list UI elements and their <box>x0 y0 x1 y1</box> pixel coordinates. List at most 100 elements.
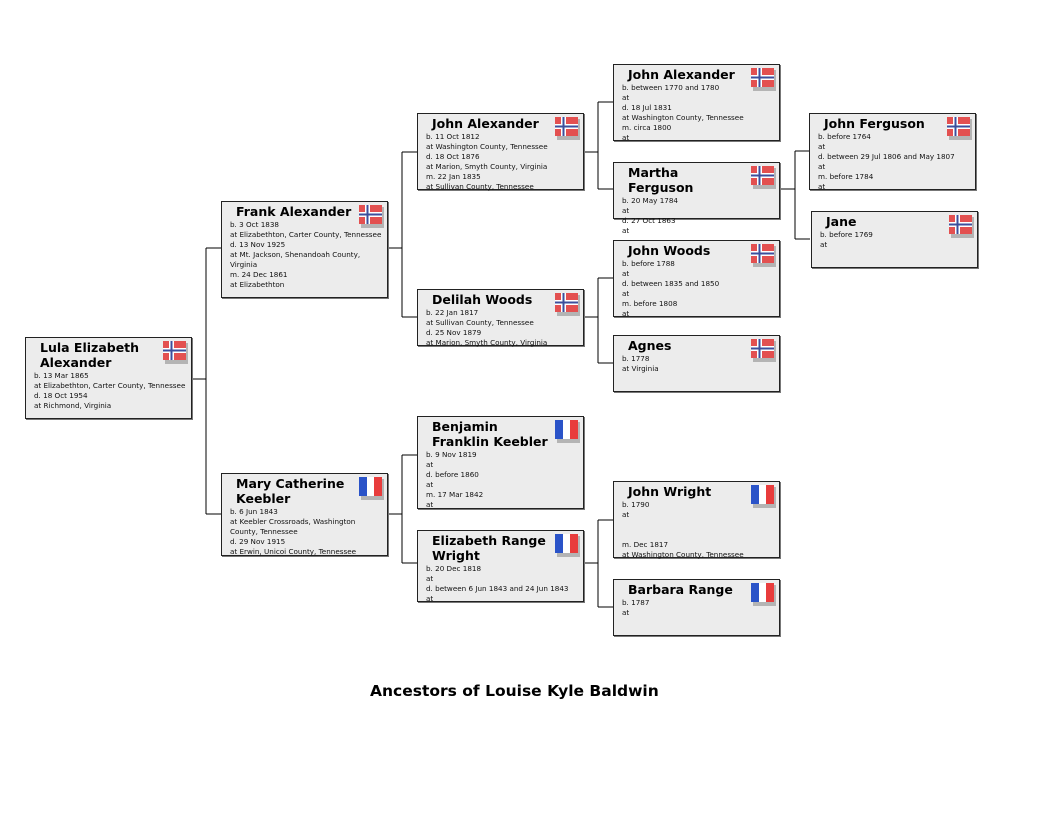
detail-line: at Sullivan County, Tennessee <box>426 182 534 191</box>
detail-line: d. between 6 Jun 1843 and 24 Jun 1843 <box>426 584 569 593</box>
person-name: John Woods <box>628 243 711 258</box>
detail-line: b. before 1788 <box>622 259 675 268</box>
person-details: b. before 1769 at <box>820 230 973 250</box>
connector-mary <box>387 454 418 564</box>
person-box-john-alexander-1812[interactable]: John Alexander b. 11 Oct 1812 at Washing… <box>417 113 584 192</box>
person-box-agnes[interactable]: Agnes b. 1778 at Virginia <box>613 335 780 392</box>
detail-line: at Washington County, Tennessee <box>622 113 744 122</box>
detail-line: at <box>818 142 826 151</box>
person-details: b. 22 Jan 1817 at Sullivan County, Tenne… <box>426 308 579 348</box>
detail-line: at Virginia <box>622 364 659 373</box>
connector-elizabeth <box>584 519 614 608</box>
detail-line: d. 18 Jul 1831 <box>622 103 672 112</box>
detail-line: at <box>426 460 434 469</box>
detail-line: b. 13 Mar 1865 <box>34 371 89 380</box>
connector-frank <box>387 151 418 318</box>
detail-line: b. 1790 <box>622 500 650 509</box>
person-name: John Ferguson <box>824 116 925 131</box>
person-box-john-alexander-1770[interactable]: John Alexander b. between 1770 and 1780 … <box>613 64 780 142</box>
detail-line: at <box>426 594 434 603</box>
person-box-john-wright[interactable]: John Wright b. 1790 at m. Dec 1817 at Wa… <box>613 481 780 560</box>
detail-line: b. 3 Oct 1838 <box>230 220 279 229</box>
detail-line: m. 17 Mar 1842 <box>426 490 484 499</box>
norway-flag-icon <box>947 117 972 140</box>
norway-flag-icon <box>751 339 776 362</box>
norway-flag-icon <box>555 117 580 140</box>
person-details: b. 11 Oct 1812 at Washington County, Ten… <box>426 132 579 192</box>
detail-line: at Washington County, Tennessee <box>622 550 744 559</box>
detail-line: at Marion, Smyth County, Virginia <box>426 338 548 347</box>
connector-martha <box>780 150 810 240</box>
norway-flag-icon <box>555 293 580 316</box>
person-details: b. 20 Dec 1818 at d. between 6 Jun 1843 … <box>426 564 579 604</box>
detail-line: m. before 1808 <box>622 299 678 308</box>
detail-line: m. circa 1800 <box>622 123 672 132</box>
detail-line: m. before 1784 <box>818 172 874 181</box>
detail-line: at Washington County, Tennessee <box>426 142 548 151</box>
norway-flag-icon <box>163 341 188 364</box>
detail-line <box>622 530 775 540</box>
person-box-mary[interactable]: Mary Catherine Keebler b. 6 Jun 1843 at … <box>221 473 388 556</box>
person-details: b. 1778 at Virginia <box>622 354 775 374</box>
person-name: Frank Alexander <box>236 204 352 219</box>
detail-line: m. 22 Jan 1835 <box>426 172 481 181</box>
detail-line: at Elizabethton, Carter County, Tennesse… <box>34 381 186 390</box>
detail-line: b. 20 May 1784 <box>622 196 678 205</box>
detail-line: at <box>622 93 630 102</box>
norway-flag-icon <box>751 166 776 189</box>
detail-line: b. before 1764 <box>818 132 871 141</box>
france-flag-icon <box>751 583 776 606</box>
detail-line: at Marion, Smyth County, Virginia <box>426 162 548 171</box>
person-details: b. 1787 at <box>622 598 775 618</box>
chart-title: Ancestors of Louise Kyle Baldwin <box>370 682 659 700</box>
detail-line: b. 1787 <box>622 598 650 607</box>
detail-line: d. 13 Nov 1925 <box>230 240 286 249</box>
person-name: Mary Catherine Keebler <box>236 476 345 506</box>
detail-line: d. before 1860 <box>426 470 479 479</box>
person-name: Elizabeth Range Wright <box>432 533 546 563</box>
person-box-jane[interactable]: Jane b. before 1769 at <box>811 211 978 268</box>
detail-line: at <box>818 162 826 171</box>
person-name: Martha Ferguson <box>628 165 694 195</box>
detail-line: at <box>622 226 630 235</box>
detail-line: at Richmond, Virginia <box>34 401 112 410</box>
detail-line: at <box>622 206 630 215</box>
france-flag-icon <box>751 485 776 508</box>
norway-flag-icon <box>949 215 974 238</box>
detail-line: at <box>426 574 434 583</box>
detail-line: m. 24 Dec 1861 <box>230 270 288 279</box>
person-box-john-woods[interactable]: John Woods b. before 1788 at d. between … <box>613 240 780 319</box>
france-flag-icon <box>555 420 580 443</box>
person-details: b. 6 Jun 1843 at Keebler Crossroads, Was… <box>230 507 383 557</box>
person-details: b. before 1788 at d. between 1835 and 18… <box>622 259 775 319</box>
detail-line: at Erwin, Unicoi County, Tennessee <box>230 547 357 556</box>
detail-line: at <box>818 182 826 191</box>
detail-line: d. between 29 Jul 1806 and May 1807 <box>818 152 955 161</box>
detail-line: at Mt. Jackson, Shenandoah County, Virgi… <box>230 250 361 269</box>
detail-line: d. 27 Oct 1863 <box>622 216 676 225</box>
person-box-delilah-woods[interactable]: Delilah Woods b. 22 Jan 1817 at Sullivan… <box>417 289 584 348</box>
france-flag-icon <box>359 477 384 500</box>
person-box-elizabeth-wright[interactable]: Elizabeth Range Wright b. 20 Dec 1818 at… <box>417 530 584 604</box>
detail-line: at <box>426 500 434 509</box>
detail-line: d. 29 Nov 1915 <box>230 537 286 546</box>
detail-line: b. between 1770 and 1780 <box>622 83 720 92</box>
person-box-barbara-range[interactable]: Barbara Range b. 1787 at <box>613 579 780 636</box>
person-box-martha-ferguson[interactable]: Martha Ferguson b. 20 May 1784 at d. 27 … <box>613 162 780 235</box>
person-box-lula[interactable]: Lula Elizabeth Alexander b. 13 Mar 1865 … <box>25 337 192 419</box>
detail-line: b. 6 Jun 1843 <box>230 507 278 516</box>
person-name: Barbara Range <box>628 582 733 597</box>
connector-john1 <box>584 101 614 190</box>
person-box-john-ferguson[interactable]: John Ferguson b. before 1764 at d. betwe… <box>809 113 976 191</box>
detail-line: d. 25 Nov 1879 <box>426 328 482 337</box>
person-name: John Alexander <box>628 67 735 82</box>
person-details: b. 1790 at m. Dec 1817 at Washington Cou… <box>622 500 775 560</box>
person-box-benjamin-keebler[interactable]: Benjamin Franklin Keebler b. 9 Nov 1819 … <box>417 416 584 509</box>
person-box-frank[interactable]: Frank Alexander b. 3 Oct 1838 at Elizabe… <box>221 201 388 298</box>
norway-flag-icon <box>751 68 776 91</box>
detail-line: at Sullivan County, Tennessee <box>426 318 534 327</box>
detail-line: at <box>426 480 434 489</box>
france-flag-icon <box>555 534 580 557</box>
person-name: Agnes <box>628 338 672 353</box>
